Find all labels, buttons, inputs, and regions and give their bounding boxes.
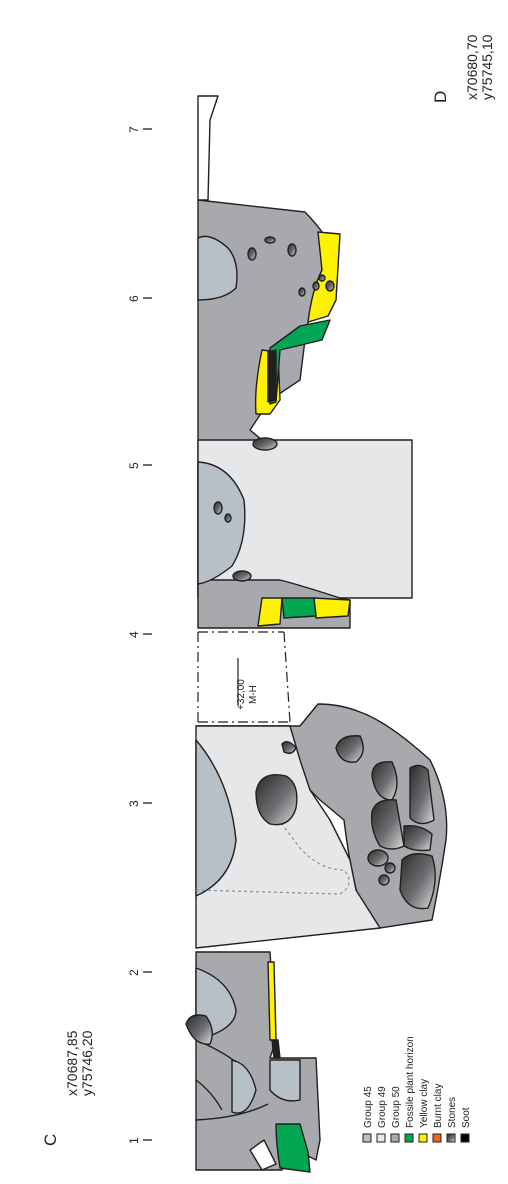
yellow-bottom-strip [267, 961, 277, 1041]
scale-labels: 1 2 3 4 5 6 7 [127, 126, 141, 1144]
scale-label-6: 6 [127, 295, 141, 302]
contour-3 [195, 1103, 269, 1121]
bottom-section [185, 951, 321, 1173]
legend-item-group-50: Group 50 [390, 1086, 402, 1143]
legend-label-yellow-clay: Yellow clay [419, 1079, 430, 1128]
stone-pit-3 [409, 764, 435, 825]
corner-c-letter: C [41, 1134, 60, 1146]
corner-d-labels: D x70680,70 y75745,10 [431, 34, 495, 103]
legend-label-group-49: Group 49 [377, 1086, 388, 1128]
stone-upper-3 [287, 243, 297, 257]
legend-swatch-burnt-clay [432, 1133, 442, 1143]
group49-lower [195, 725, 381, 949]
stone-upper-1 [247, 247, 257, 261]
legend-item-yellow-clay: Yellow clay [418, 1079, 430, 1143]
stone-upper-2 [264, 236, 276, 244]
legend-item-fossile-plant: Fossile plant horizon [404, 1036, 416, 1143]
legend-label-burnt-clay: Burnt clay [433, 1084, 444, 1128]
corner-c-y-coord: y75746,20 [79, 1030, 95, 1096]
stone-upper-4 [298, 287, 306, 297]
legend-label-fossile-plant: Fossile plant horizon [405, 1036, 416, 1128]
legend-swatch-group-49 [376, 1133, 386, 1143]
upper-section [197, 95, 413, 629]
stone-upper-7 [325, 280, 335, 292]
stone-bottom-left [185, 1014, 213, 1045]
legend-swatch-group-50 [390, 1133, 400, 1143]
corner-c-labels: C x70687,85 y75746,20 [41, 1030, 95, 1146]
gap-outline [197, 631, 291, 723]
legend-item-group-49: Group 49 [376, 1086, 388, 1143]
plant-horizon-bottom [275, 1123, 311, 1173]
legend-item-soot: Soot [460, 1107, 472, 1143]
stone-pit-9 [403, 824, 433, 852]
scale-label-2: 2 [127, 969, 141, 976]
group45-lens-top [197, 235, 238, 301]
group45-bottom-2 [231, 1059, 257, 1114]
stone-pit-4 [370, 799, 405, 850]
gap-label-mh: M-H [248, 685, 259, 704]
legend-swatch-yellow-clay [418, 1133, 428, 1143]
stone-upper-5 [312, 281, 320, 291]
stone-small-top [281, 741, 297, 755]
scale-label-1: 1 [127, 1137, 141, 1144]
yellow-clay-right-bottom [313, 597, 351, 619]
legend-item-stones: Stones [446, 1097, 458, 1143]
soot-band [267, 349, 277, 403]
corner-d-x-coord: x70680,70 [464, 34, 480, 100]
legend-swatch-fossile-plant [404, 1133, 414, 1143]
legend-swatch-soot [460, 1133, 470, 1143]
legend: Group 45 Group 49 Group 50 Fossile plant… [362, 1036, 472, 1143]
legend-label-group-45: Group 45 [363, 1086, 374, 1128]
stone-pit-2 [371, 761, 398, 801]
scale-label-3: 3 [127, 800, 141, 807]
yellow-clay-bottom [257, 597, 283, 627]
corner-d-y-coord: y75745,10 [479, 34, 495, 100]
stone-pit-5 [367, 849, 389, 867]
scale-label-5: 5 [127, 462, 141, 469]
stone-upper-6 [318, 274, 326, 282]
group45-lens-lower [195, 739, 237, 897]
bottom-white-wedge [249, 1139, 277, 1171]
soot-bottom [271, 1039, 281, 1059]
lower-section [195, 703, 448, 949]
legend-label-soot: Soot [461, 1107, 472, 1128]
gap-section: +32,00 M-H [197, 631, 291, 723]
group45-lens-middle [197, 461, 246, 585]
scale-bar [143, 128, 152, 1141]
stone-pit-6 [384, 862, 396, 874]
stone-upper-9 [213, 501, 223, 515]
stone-upper-8 [252, 437, 278, 451]
scale-label-4: 4 [127, 631, 141, 638]
legend-swatch-group-45 [362, 1133, 372, 1143]
gap-label-elevation: +32,00 [236, 679, 247, 710]
contour-2 [195, 1079, 223, 1111]
dashed-boundary [195, 823, 350, 895]
legend-swatch-stones [446, 1133, 456, 1143]
legend-item-group-45: Group 45 [362, 1086, 374, 1143]
stone-pit-8 [399, 853, 436, 910]
legend-label-group-50: Group 50 [391, 1086, 402, 1128]
top-strip [197, 95, 219, 201]
legend-label-stones: Stones [447, 1097, 458, 1128]
stone-large-center [255, 774, 298, 826]
stone-pit-7 [378, 874, 390, 886]
legend-item-burnt-clay: Burnt clay [432, 1084, 444, 1143]
scale-label-7: 7 [127, 126, 141, 133]
stone-upper-10 [224, 513, 232, 523]
plant-horizon-lower [281, 597, 317, 619]
group45-bottom-3 [269, 1059, 301, 1102]
corner-c-x-coord: x70687,85 [64, 1030, 80, 1096]
corner-d-letter: D [431, 91, 450, 103]
stone-upper-11 [232, 570, 252, 582]
stone-pit-1 [335, 735, 364, 763]
